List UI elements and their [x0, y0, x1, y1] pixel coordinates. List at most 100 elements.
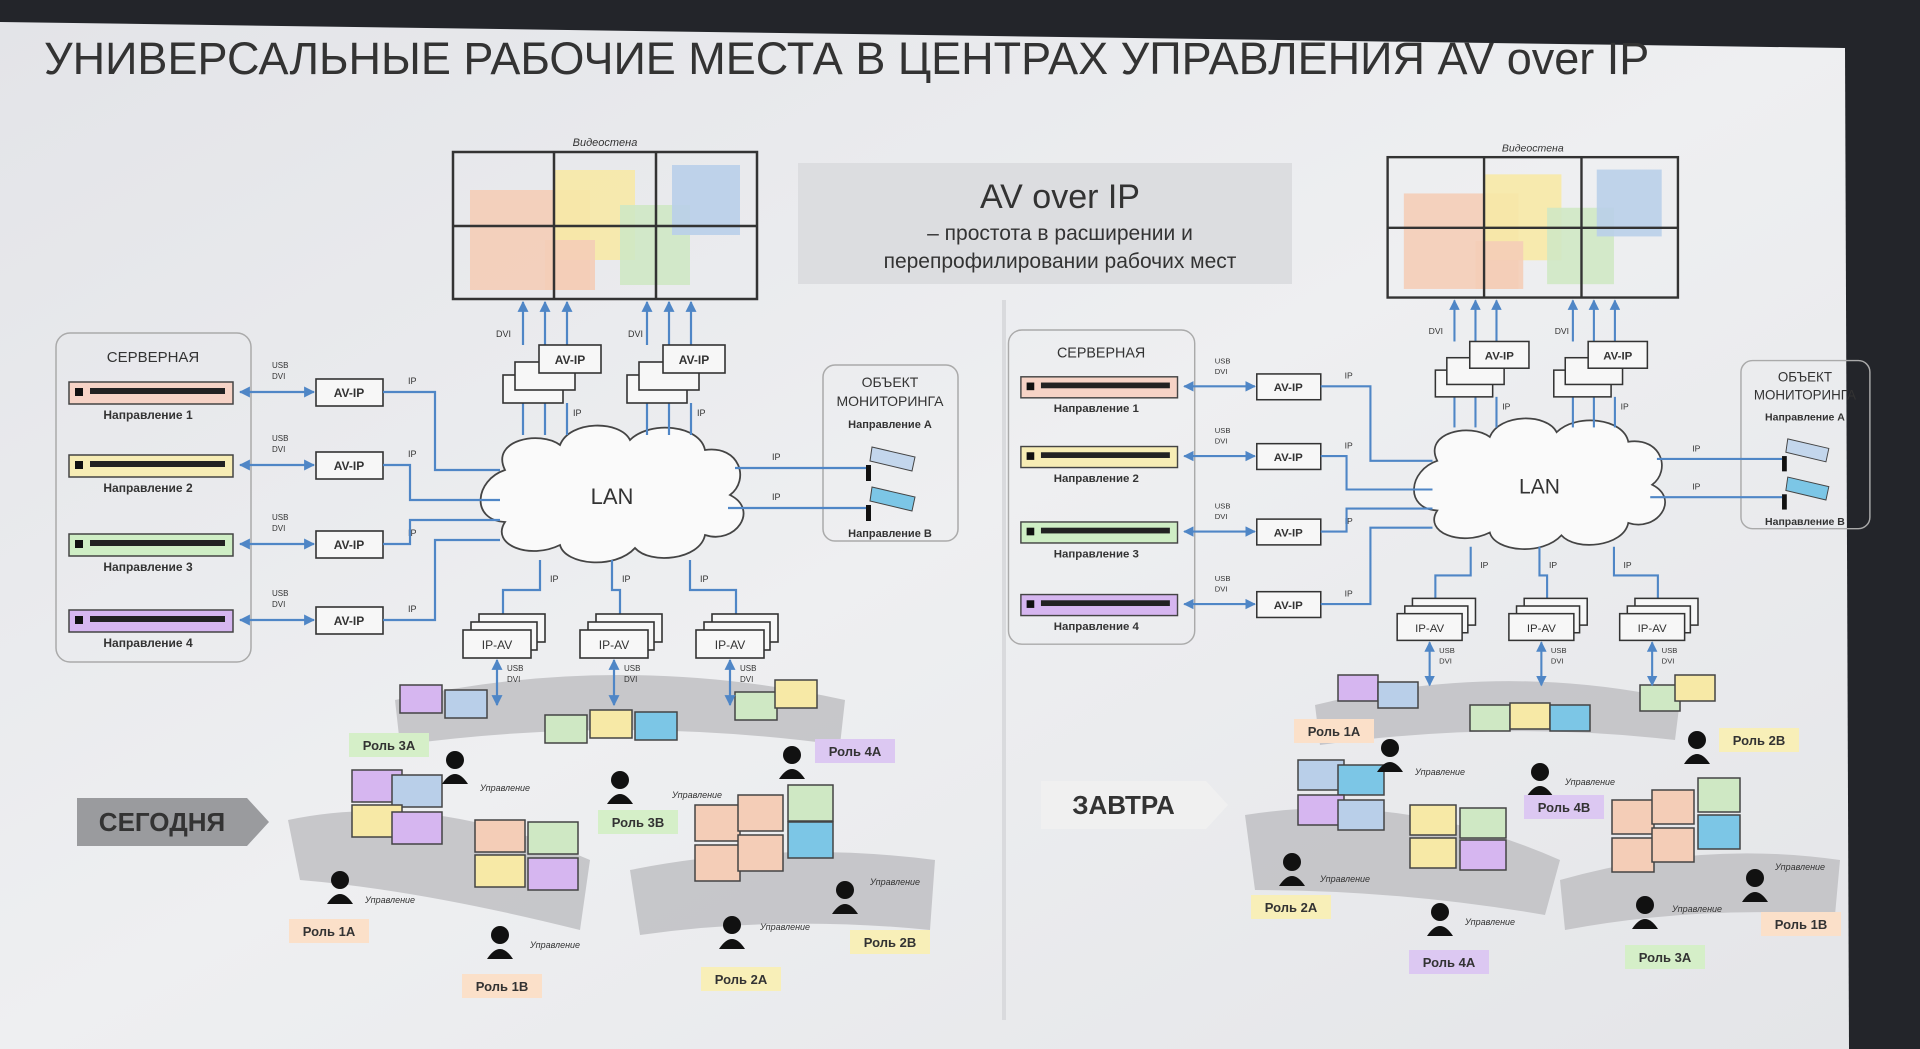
monitor [1377, 681, 1419, 709]
camera-mount-icon [1782, 456, 1787, 472]
monitor [527, 857, 579, 891]
operator-head-icon [836, 881, 854, 899]
dvi-label: DVI [1551, 656, 1564, 665]
encoder-label: AV-IP [1274, 452, 1303, 464]
network-diagram-today: ВидеостенаLANDVIAV-IPIPDVIAV-IPIPСЕРВЕРН… [55, 137, 959, 707]
encoder-box [315, 530, 384, 559]
dvi-label: DVI [1215, 437, 1228, 446]
monitor [1459, 807, 1507, 839]
dvi-label: DVI [740, 675, 753, 684]
operator-body-icon [1279, 876, 1305, 886]
monitor [544, 714, 588, 744]
ip-link [383, 538, 500, 622]
monitoring-title: ОБЪЕКТ [862, 374, 919, 390]
monitor [1509, 702, 1551, 730]
camera-b-label: Направление В [848, 528, 932, 540]
dvi-label: DVI [1215, 512, 1228, 521]
decoder-box [695, 629, 765, 659]
operator-body-icon [442, 774, 468, 784]
encoder-label: AV-IP [334, 386, 364, 400]
dvi-label: DVI [272, 600, 285, 609]
operator-head-icon [611, 771, 629, 789]
role-badge [349, 733, 429, 757]
camera-icon [1785, 476, 1830, 501]
operator-head-icon [491, 926, 509, 944]
videowall-window [1475, 241, 1524, 289]
usb-label: USB [1662, 646, 1678, 655]
monitor [1337, 764, 1385, 796]
decoder-label: IP-AV [1415, 623, 1444, 635]
ip-label: IP [408, 449, 417, 459]
monitor [1674, 674, 1716, 702]
encoder-label: AV-IP [1603, 351, 1632, 363]
server-ports [1040, 452, 1170, 458]
monitor [1639, 684, 1681, 712]
role-badge [1625, 945, 1705, 969]
monitor [1651, 789, 1695, 825]
monitor [399, 684, 443, 714]
role-label: Роль 2В [1733, 733, 1785, 748]
camera-mount-icon [866, 465, 871, 481]
encoder-label: AV-IP [334, 538, 364, 552]
usb-label: USB [507, 664, 523, 673]
encoder-label: AV-IP [679, 353, 709, 367]
monitor [474, 819, 526, 853]
operator-body-icon [1377, 762, 1403, 772]
encoder-label: AV-IP [555, 353, 585, 367]
control-label: Управление [1671, 904, 1722, 914]
encoder-box [315, 451, 384, 480]
ip-label: IP [550, 574, 559, 584]
videowall-grid [1387, 157, 1678, 298]
operator-body-icon [719, 939, 745, 949]
monitor [474, 854, 526, 888]
dvi-label: DVI [496, 329, 511, 339]
operator-body-icon [779, 769, 805, 779]
role-label: Роль 4В [1538, 800, 1590, 815]
workstations: УправлениеУправлениеУправлениеУправление… [77, 674, 1841, 998]
control-label: Управление [1464, 917, 1515, 927]
ip-label: IP [1621, 401, 1629, 411]
ip-link [688, 560, 738, 618]
monitor [1697, 777, 1741, 813]
encoder-label: AV-IP [1274, 382, 1303, 394]
decoder-box [1508, 612, 1575, 642]
videowall-window [545, 240, 595, 290]
monitor [1409, 837, 1457, 869]
camera-icon [869, 446, 916, 472]
operator-body-icon [1427, 926, 1453, 936]
lan-label: LAN [1519, 475, 1560, 498]
usb-label: USB [1215, 574, 1231, 583]
role-badge [462, 974, 542, 998]
direction-label: Направление 2 [1054, 473, 1139, 485]
server-led [1026, 600, 1035, 608]
role-label: Роль 3А [1639, 950, 1692, 965]
ip-link [1320, 455, 1433, 491]
decoder-label: IP-AV [1638, 623, 1667, 635]
dvi-label: DVI [272, 524, 285, 533]
operator-head-icon [1381, 739, 1399, 757]
role-label: Роль 3А [363, 738, 416, 753]
server-room-title: СЕРВЕРНАЯ [1057, 346, 1145, 362]
ip-label: IP [573, 408, 582, 418]
ip-link [383, 518, 500, 546]
state-arrow [1041, 781, 1228, 829]
monitor [1409, 804, 1457, 836]
operator-body-icon [1742, 892, 1768, 902]
usb-label: USB [1439, 646, 1455, 655]
camera-icon [1785, 438, 1830, 463]
monitor [634, 711, 678, 741]
dvi-label: DVI [1215, 367, 1228, 376]
monitor [1651, 827, 1695, 863]
operator-head-icon [1283, 853, 1301, 871]
role-label: Роль 1В [476, 979, 528, 994]
operator-body-icon [487, 949, 513, 959]
server-room-box [1007, 329, 1196, 645]
slide-divider [1002, 300, 1006, 1020]
dvi-label: DVI [1439, 656, 1452, 665]
dvi-label: DVI [1555, 326, 1569, 336]
monitor [737, 794, 784, 832]
operator-head-icon [1636, 896, 1654, 914]
state-label: ЗАВТРА [1072, 790, 1175, 820]
videowall-caption: Видеостена [1502, 142, 1564, 154]
control-label: Управление [869, 877, 920, 887]
